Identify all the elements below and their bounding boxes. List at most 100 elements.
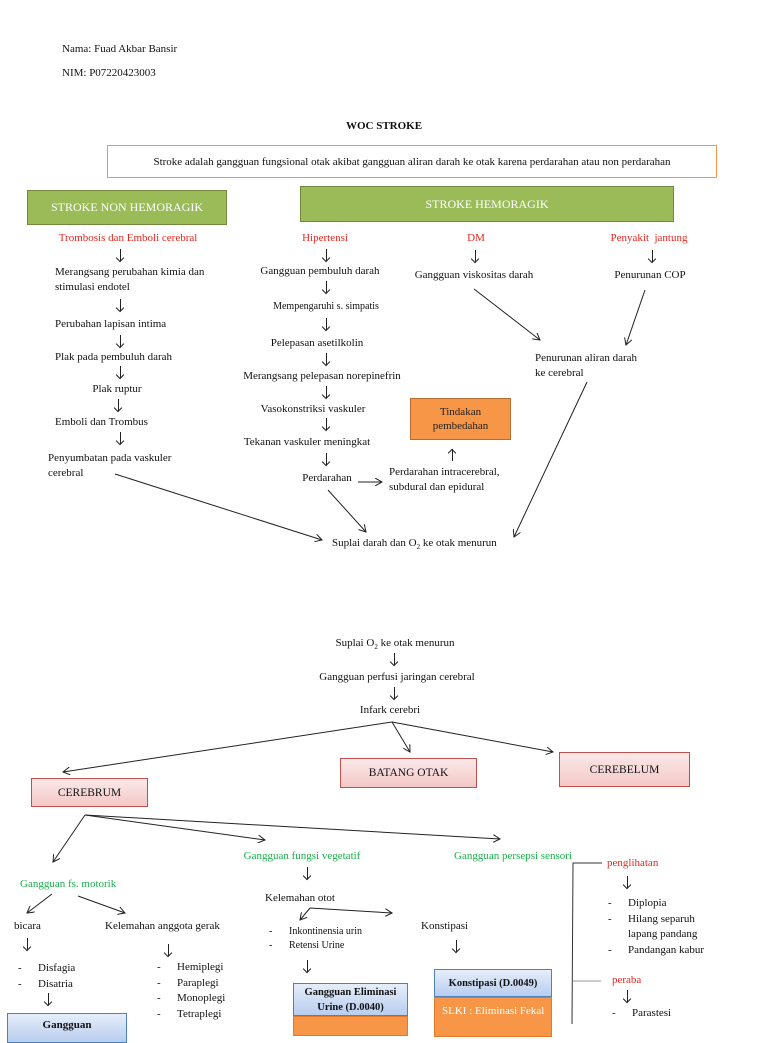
down-arrow-icon <box>303 867 313 880</box>
list-item: Parastesi <box>610 1006 671 1022</box>
tindakan-pembedahan-box: Tindakan pembedahan <box>410 398 511 440</box>
definition-text: Stroke adalah gangguan fungsional otak a… <box>153 155 671 168</box>
down-arrow-icon <box>322 353 332 366</box>
list-item: Tetraplegi <box>155 1007 225 1023</box>
step-gangguan-pembuluh: Gangguan pembuluh darah <box>260 265 380 277</box>
arrow-perdarahan-to-suplai <box>327 489 366 532</box>
down-arrow-icon <box>116 432 126 445</box>
down-arrow-icon <box>164 944 174 957</box>
arrow-otot-to-konstipasi <box>309 907 392 913</box>
kelemahan-anggota-gerak: Kelemahan anggota gerak <box>105 920 220 932</box>
peraba-list: Parastesi <box>610 1006 671 1022</box>
gangguan-motorik: Gangguan fs. motorik <box>20 878 117 890</box>
down-arrow-icon <box>390 653 400 666</box>
page-title: WOC STROKE <box>345 120 423 132</box>
cause-penyakit-jantung: Penyakit jantung <box>610 232 688 244</box>
down-arrow-icon <box>114 399 124 412</box>
step-tekanan-vaskuler: Tekanan vaskuler meningkat <box>243 436 371 448</box>
step-vasokonstriksi: Vasokonstriksi vaskuler <box>260 403 366 415</box>
tindakan-label: Tindakan pembedahan <box>432 406 489 432</box>
step-penyumbatan: Penyumbatan pada vaskuler <box>48 452 172 464</box>
stroke-non-hemoragik-box: STROKE NON HEMORAGIK <box>27 190 227 225</box>
urine-slki-box <box>293 1016 408 1036</box>
down-arrow-icon <box>648 250 658 263</box>
bicara: bicara <box>14 920 41 932</box>
down-arrow-icon <box>452 940 462 953</box>
infark-cerebri: Infark cerebri <box>359 704 421 716</box>
arrow-aliran-to-suplai <box>514 381 588 537</box>
step-viskositas: Gangguan viskositas darah <box>414 269 534 281</box>
konstipasi-box: Konstipasi (D.0049) <box>434 969 552 997</box>
up-arrow-icon <box>448 448 458 461</box>
down-arrow-icon <box>471 250 481 263</box>
arrow-cerebrum-to-sensori <box>84 814 500 839</box>
down-arrow-icon <box>44 993 54 1006</box>
penurunan-aliran-2: ke cerebral <box>535 367 584 379</box>
step-emboli-trombus: Emboli dan Trombus <box>55 416 148 428</box>
list-item: Inkontinensia urin <box>267 925 362 939</box>
gangguan-persepsi-sensori: Gangguan persepsi sensori <box>454 850 572 862</box>
hemoragik-label: STROKE HEMORAGIK <box>425 196 549 211</box>
arrow-motorik-to-anggota <box>77 895 125 913</box>
step-norepinefrin: Merangsang pelepasan norepinefrin <box>243 370 401 382</box>
step-perdarahan: Perdarahan <box>302 472 352 484</box>
down-arrow-icon <box>623 876 633 889</box>
arrow-infark-to-cerebelum <box>391 721 553 752</box>
gangguan-perfusi: Gangguan perfusi jaringan cerebral <box>319 671 475 683</box>
down-arrow-icon <box>116 366 126 379</box>
gangguan-eliminasi-urine-box: Gangguan Eliminasi Urine (D.0040) <box>293 983 408 1016</box>
arrow-infark-to-cerebrum <box>63 721 393 772</box>
arrow-cerebrum-to-motorik <box>53 814 86 862</box>
down-arrow-icon <box>322 453 332 466</box>
step-simpatis: Mempengaruhi s. simpatis <box>273 301 379 312</box>
penurunan-aliran-1: Penurunan aliran darah <box>535 352 638 364</box>
step-lapisan-intima: Perubahan lapisan intima <box>55 318 167 330</box>
gangguan-vegetatif: Gangguan fungsi vegetatif <box>243 850 361 862</box>
down-arrow-icon <box>322 318 332 331</box>
down-arrow-icon <box>116 249 126 262</box>
list-item: Disfagia <box>16 961 75 977</box>
arrow-viskositas-to-aliran <box>473 288 540 340</box>
sensori-bracket <box>571 862 602 1024</box>
list-item: Retensi Urine <box>267 939 362 953</box>
arrow-infark-to-batang-otak <box>391 721 410 752</box>
bicara-list: Disfagia Disatria <box>16 961 75 992</box>
down-arrow-icon <box>23 938 33 951</box>
step-plak: Plak pada pembuluh darah <box>55 351 172 363</box>
down-arrow-icon <box>322 386 332 399</box>
suplai-o2-menurun: Suplai O2 ke otak menurun <box>335 637 455 652</box>
down-arrow-icon <box>116 335 126 348</box>
arrow-motorik-to-bicara <box>27 893 53 913</box>
peraba: peraba <box>612 974 642 986</box>
list-item: Pandangan kabur <box>606 943 704 959</box>
batang-otak-box: BATANG OTAK <box>340 758 477 788</box>
penglihatan: penglihatan <box>607 857 659 869</box>
down-arrow-icon <box>322 249 332 262</box>
list-item: Disatria <box>16 977 75 993</box>
anggota-gerak-list: Hemiplegi Paraplegi Monoplegi Tetraplegi <box>155 960 225 1022</box>
perdarahan-detail-1: Perdarahan intracerebral, <box>389 466 500 478</box>
down-arrow-icon <box>390 687 400 700</box>
kelemahan-otot: Kelemahan otot <box>265 892 335 904</box>
cause-trombosis: Trombosis dan Emboli cerebral <box>58 232 198 244</box>
down-arrow-icon <box>623 990 633 1003</box>
konstipasi: Konstipasi <box>421 920 469 932</box>
arrow-cop-to-aliran <box>626 289 646 345</box>
down-arrow-icon <box>116 299 126 312</box>
cerebelum-box: CEREBELUM <box>559 752 690 787</box>
gangguan-bicara-box: Gangguan <box>7 1013 127 1043</box>
step-plak-ruptur: Plak ruptur <box>92 383 142 395</box>
list-item: Hemiplegi <box>155 960 225 976</box>
arrow-otot-to-urin <box>300 907 311 920</box>
perdarahan-detail-2: subdural dan epidural <box>389 481 485 493</box>
konstipasi-slki-box: SLKI : Eliminasi Fekal <box>434 997 552 1037</box>
arrow-penyumbatan-to-suplai <box>114 473 322 540</box>
list-item: Paraplegi <box>155 976 225 992</box>
down-arrow-icon <box>322 281 332 294</box>
student-name: Nama: Fuad Akbar Bansir <box>62 43 178 55</box>
list-item: Monoplegi <box>155 991 225 1007</box>
suplai-darah-menurun: Suplai darah dan O2 ke otak menurun <box>332 537 497 552</box>
